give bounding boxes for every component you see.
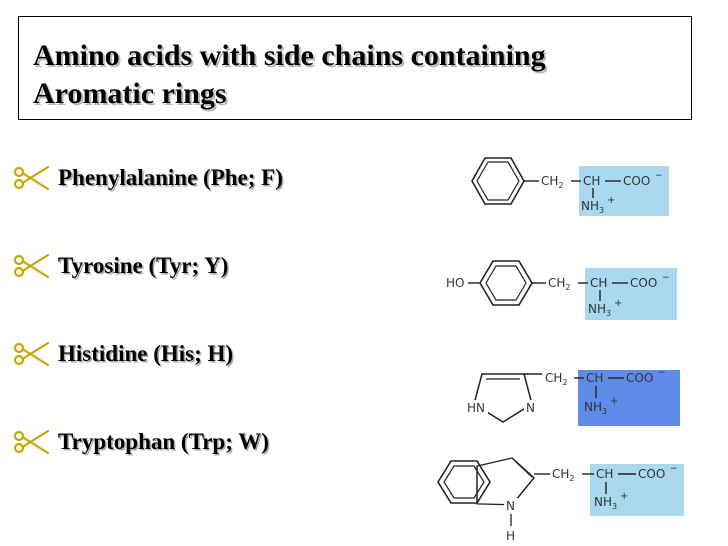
backbone-highlight-box xyxy=(578,370,680,426)
bullet-row-histidine: Histidine (His; H) xyxy=(12,334,233,374)
backbone-highlight-box xyxy=(579,166,669,216)
bullet-label-tyrosine: Tyrosine (Tyr; Y) xyxy=(58,253,229,278)
svg-text:NH3: NH3 xyxy=(588,302,611,318)
histidine-structure: HN N CH2 CH COO − NH3 + xyxy=(466,368,680,426)
svg-text:−: − xyxy=(662,273,670,283)
svg-text:CH2: CH2 xyxy=(545,371,568,387)
svg-text:NH3: NH3 xyxy=(584,400,607,416)
bullet-row-tyrosine: Tyrosine (Tyr; Y) xyxy=(12,246,228,286)
svg-text:COO: COO xyxy=(623,174,650,188)
scissors-icon xyxy=(13,429,50,455)
svg-text:HO: HO xyxy=(446,276,464,290)
title-line-1: Amino acids with side chains containing xyxy=(33,39,546,72)
svg-text:COO: COO xyxy=(630,276,657,290)
tyrosine-structure: HO CH2 CH COO − NH3 + xyxy=(446,260,677,320)
svg-text:COO: COO xyxy=(638,467,665,481)
title-box: Amino acids with side chains containing … xyxy=(18,16,692,120)
svg-text:NH3: NH3 xyxy=(581,199,604,215)
svg-text:−: − xyxy=(655,171,663,181)
bullet-label-phenylalanine: Phenylalanine (Phe; F) xyxy=(58,165,283,190)
svg-text:H: H xyxy=(506,529,515,543)
svg-text:+: + xyxy=(610,396,618,407)
svg-text:CH2: CH2 xyxy=(548,276,571,292)
bullet-label-histidine: Histidine (His; H) xyxy=(58,341,234,366)
title-line-2: Aromatic rings xyxy=(33,77,227,110)
svg-text:N: N xyxy=(526,401,535,415)
svg-text:CH2: CH2 xyxy=(552,467,575,483)
svg-text:CH: CH xyxy=(590,276,607,290)
svg-text:N: N xyxy=(506,499,515,513)
bullet-row-phenylalanine: Phenylalanine (Phe; F) xyxy=(12,158,283,198)
svg-text:COO: COO xyxy=(626,371,653,385)
svg-text:NH3: NH3 xyxy=(594,495,617,511)
scissors-icon xyxy=(13,341,50,367)
svg-text:+: + xyxy=(614,298,622,309)
svg-text:+: + xyxy=(620,491,628,502)
phenylalanine-structure: CH2 CH COO − NH3 + xyxy=(471,157,669,216)
svg-text:+: + xyxy=(607,195,615,206)
tryptophan-structure: N H CH2 CH COO − NH3 + xyxy=(437,457,684,543)
bullet-label-tryptophan: Tryptophan (Trp; W) xyxy=(58,429,269,454)
svg-text:CH2: CH2 xyxy=(541,174,564,190)
svg-text:CH: CH xyxy=(586,371,603,385)
svg-text:−: − xyxy=(658,368,666,378)
bullet-row-tryptophan: Tryptophan (Trp; W) xyxy=(12,422,269,462)
svg-text:CH: CH xyxy=(596,467,613,481)
svg-text:CH: CH xyxy=(583,174,600,188)
svg-text:HN: HN xyxy=(467,401,485,415)
scissors-icon xyxy=(13,165,50,191)
scissors-icon xyxy=(13,253,50,279)
svg-text:−: − xyxy=(670,464,678,474)
